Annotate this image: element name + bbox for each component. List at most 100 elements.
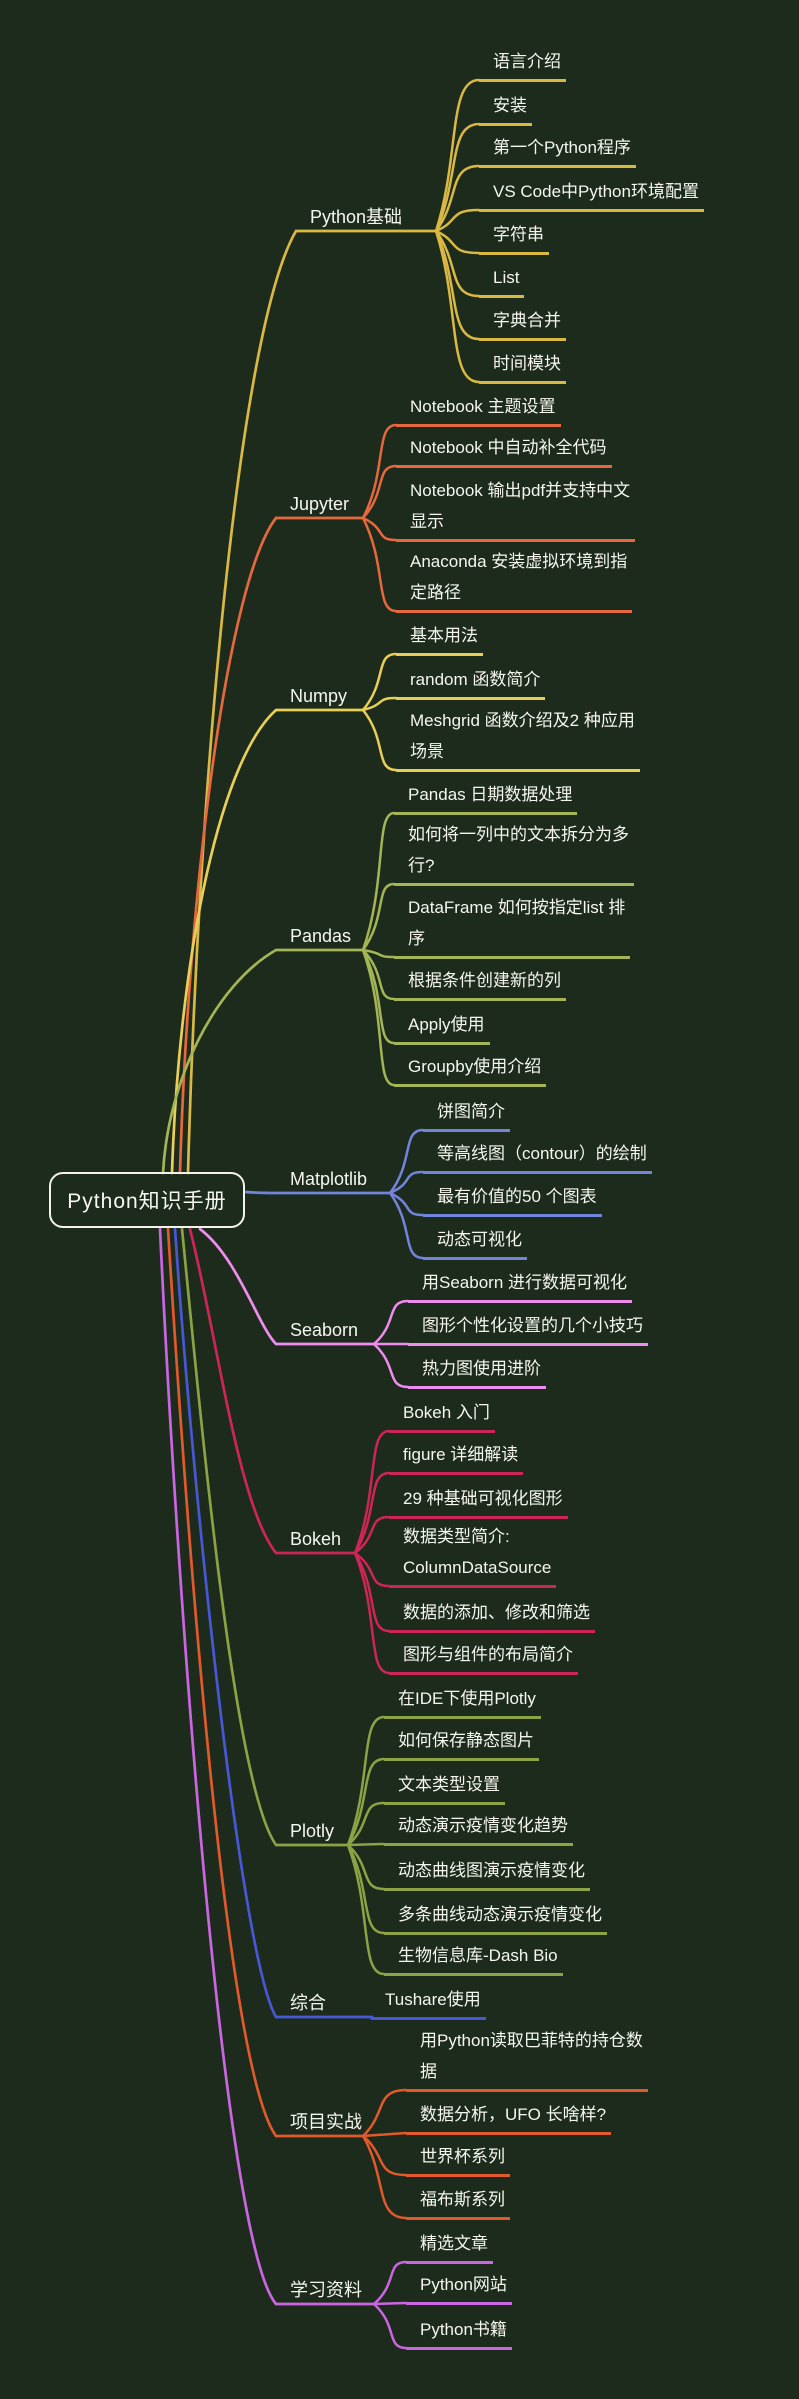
topic-node[interactable]: 根据条件创建新的列 xyxy=(394,965,566,1001)
branch-plotly[interactable]: Plotly xyxy=(290,1821,335,1841)
topic-node[interactable]: 福布斯系列 xyxy=(406,2184,510,2220)
branch-projects[interactable]: 项目实战 xyxy=(290,2112,362,2132)
branch-curve xyxy=(361,2088,408,2138)
topic-node[interactable]: Meshgrid 函数介绍及2 种应用 场景 xyxy=(396,705,640,772)
branch-curve xyxy=(198,1227,376,1346)
branch-pandas[interactable]: Pandas xyxy=(290,926,352,946)
topic-node[interactable]: 等高线图（contour）的绘制 xyxy=(423,1138,652,1174)
branch-curve xyxy=(372,2260,408,2306)
topic-node[interactable]: 在IDE下使用Plotly xyxy=(384,1683,541,1719)
root-node-label: Python知识手册 xyxy=(67,1190,227,1213)
topic-node[interactable]: 字符串 xyxy=(479,219,549,255)
branch-curve xyxy=(158,1227,376,2306)
topic-node[interactable]: 29 种基础可视化图形 xyxy=(389,1483,568,1519)
topic-node[interactable]: 热力图使用进阶 xyxy=(408,1353,546,1389)
topic-node[interactable]: VS Code中Python环境配置 xyxy=(479,176,704,212)
topic-node[interactable]: Notebook 中自动补全代码 xyxy=(396,432,612,468)
branch-curve xyxy=(434,229,481,384)
branch-curve xyxy=(372,1342,410,1389)
branch-curve xyxy=(188,1227,357,1555)
branch-matplotlib[interactable]: Matplotlib xyxy=(290,1169,368,1189)
topic-node[interactable]: 如何保存静态图片 xyxy=(384,1725,539,1761)
topic-node[interactable]: 动态演示疫情变化趋势 xyxy=(384,1810,573,1846)
topic-node[interactable]: DataFrame 如何按指定list 排 序 xyxy=(394,892,631,959)
branch-curve xyxy=(180,1227,350,1847)
topic-node[interactable]: 数据的添加、修改和筛选 xyxy=(389,1597,595,1633)
branch-resources[interactable]: 学习资料 xyxy=(290,2280,362,2300)
root-node[interactable]: Python知识手册 xyxy=(49,1172,245,1228)
branch-bokeh[interactable]: Bokeh xyxy=(290,1529,342,1549)
branch-curve xyxy=(346,1801,386,1847)
topic-node[interactable]: Python网站 xyxy=(406,2269,512,2305)
topic-node[interactable]: 文本类型设置 xyxy=(384,1769,505,1805)
branch-curve xyxy=(361,2134,408,2220)
branch-curve xyxy=(372,2301,408,2306)
branch-curve xyxy=(346,1843,386,1891)
topic-node[interactable]: Notebook 主题设置 xyxy=(396,391,561,427)
branch-curve xyxy=(361,2134,408,2177)
topic-node[interactable]: 动态可视化 xyxy=(423,1224,527,1260)
branch-curve xyxy=(361,948,396,1001)
topic-node[interactable]: figure 详细解读 xyxy=(389,1439,524,1475)
topic-node[interactable]: 世界杯系列 xyxy=(406,2141,510,2177)
topic-node[interactable]: Pandas 日期数据处理 xyxy=(394,779,578,815)
topic-node[interactable]: 如何将一列中的文本拆分为多 行? xyxy=(394,819,634,886)
topic-node[interactable]: 图形与组件的布局简介 xyxy=(389,1639,578,1675)
branch-curve xyxy=(170,708,365,1175)
topic-node[interactable]: 时间模块 xyxy=(479,348,566,384)
topic-node[interactable]: Notebook 输出pdf并支持中文 显示 xyxy=(396,475,636,542)
branch-curve xyxy=(434,229,481,341)
topic-node[interactable]: Apply使用 xyxy=(394,1009,490,1045)
branch-numpy[interactable]: Numpy xyxy=(290,686,348,706)
branch-curve xyxy=(346,1843,386,1976)
topic-node[interactable]: Tushare使用 xyxy=(371,1984,486,2020)
branch-python-basics[interactable]: Python基础 xyxy=(310,207,403,227)
branch-curve xyxy=(346,1715,386,1847)
topic-node[interactable]: 基本用法 xyxy=(396,620,483,656)
branch-curve xyxy=(434,164,481,233)
branch-curve xyxy=(361,708,398,772)
topic-node[interactable]: 用Seaborn 进行数据可视化 xyxy=(408,1267,632,1303)
branch-curve xyxy=(361,811,396,952)
branch-curve xyxy=(353,1551,391,1675)
topic-node[interactable]: 饼图简介 xyxy=(423,1096,510,1132)
branch-jupyter[interactable]: Jupyter xyxy=(290,494,350,514)
branch-curve xyxy=(361,882,396,952)
branch-curve xyxy=(353,1551,391,1588)
branch-curve xyxy=(434,229,481,255)
topic-node[interactable]: 精选文章 xyxy=(406,2228,493,2264)
topic-node[interactable]: Bokeh 入门 xyxy=(389,1397,495,1433)
branch-seaborn[interactable]: Seaborn xyxy=(290,1320,359,1340)
topic-node[interactable]: 字典合并 xyxy=(479,305,566,341)
topic-node[interactable]: Python书籍 xyxy=(406,2314,512,2350)
branch-curve xyxy=(361,423,398,520)
topic-node[interactable]: 动态曲线图演示疫情变化 xyxy=(384,1855,590,1891)
topic-node[interactable]: 最有价值的50 个图表 xyxy=(423,1181,602,1217)
branch-curve xyxy=(353,1471,391,1555)
topic-node[interactable]: 多条曲线动态演示疫情变化 xyxy=(384,1899,607,1935)
branch-curve xyxy=(361,516,398,613)
branch-curve xyxy=(434,78,481,233)
topic-node[interactable]: Anaconda 安装虚拟环境到指 定路径 xyxy=(396,546,633,613)
branch-curve xyxy=(388,1191,425,1260)
topic-node[interactable]: Groupby使用介绍 xyxy=(394,1051,547,1087)
branch-curve xyxy=(361,948,396,959)
topic-node[interactable]: random 函数简介 xyxy=(396,664,546,700)
topic-node[interactable]: List xyxy=(479,262,525,298)
topic-node[interactable]: 第一个Python程序 xyxy=(479,132,636,168)
branch-curve xyxy=(361,948,396,1045)
topic-node[interactable]: 安装 xyxy=(479,90,532,126)
topic-node[interactable]: 用Python读取巴菲特的持仓数 据 xyxy=(406,2025,648,2092)
topic-node[interactable]: 生物信息库-Dash Bio xyxy=(384,1940,563,1976)
branch-misc[interactable]: 综合 xyxy=(290,1993,326,2013)
branch-curve xyxy=(434,208,481,233)
topic-node[interactable]: 数据分析，UFO 长啥样? xyxy=(406,2099,612,2135)
topic-node[interactable]: 语言介绍 xyxy=(479,46,566,82)
topic-node[interactable]: 图形个性化设置的几个小技巧 xyxy=(408,1310,648,1346)
branch-curve xyxy=(361,464,398,520)
branch-curve xyxy=(388,1191,425,1217)
topic-node[interactable]: 数据类型简介: ColumnDataSource xyxy=(389,1521,557,1588)
branch-curve xyxy=(166,1227,365,2138)
